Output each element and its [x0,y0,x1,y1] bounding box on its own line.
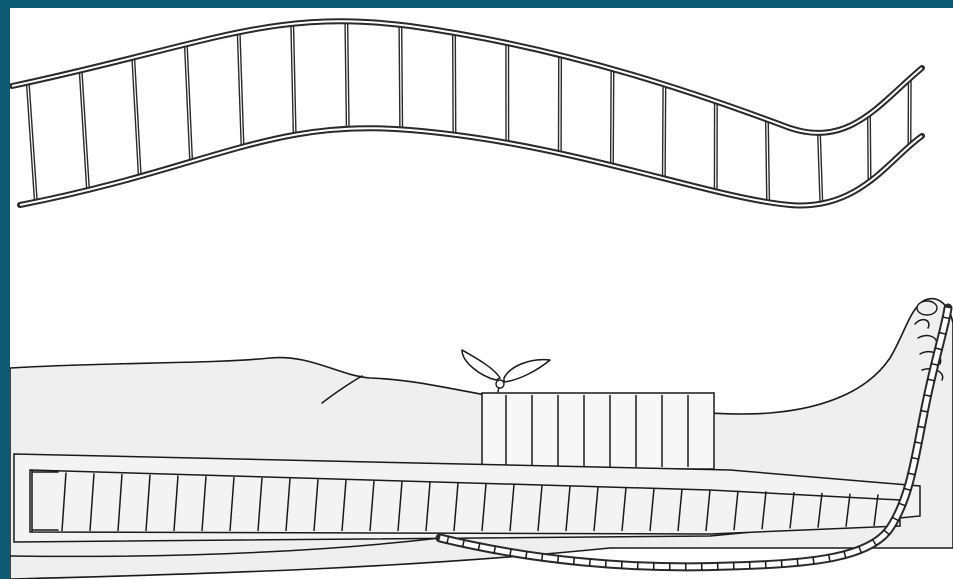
ladder-rung-highlight [869,116,870,179]
ladder-rung-highlight [133,60,139,175]
under-wrap-tick [542,553,543,561]
under-wrap-tick [781,560,782,568]
under-wrap-tick [590,559,591,567]
figure-frame [10,8,953,579]
under-wrap-tick [574,557,575,565]
under-wrap-tick [813,557,814,565]
gauze-bandage [482,393,714,469]
ladder-rung-highlight [612,71,613,163]
ladder-rail-top [12,21,922,133]
under-wrap-tick [797,558,798,566]
splint-illustration [10,8,953,579]
ladder-rung-highlight [28,85,36,200]
under-wrap-tick [558,555,559,563]
splinted-leg [10,299,953,579]
ladder-rung-highlight [664,86,665,176]
ladder-rung-highlight [400,27,401,127]
ladder-splint [12,21,922,205]
ladder-rail-bottom [20,128,922,205]
ladder-rung-highlight [81,73,88,189]
bandage-knot-icon [462,350,550,392]
under-wrap-tick [606,560,607,568]
